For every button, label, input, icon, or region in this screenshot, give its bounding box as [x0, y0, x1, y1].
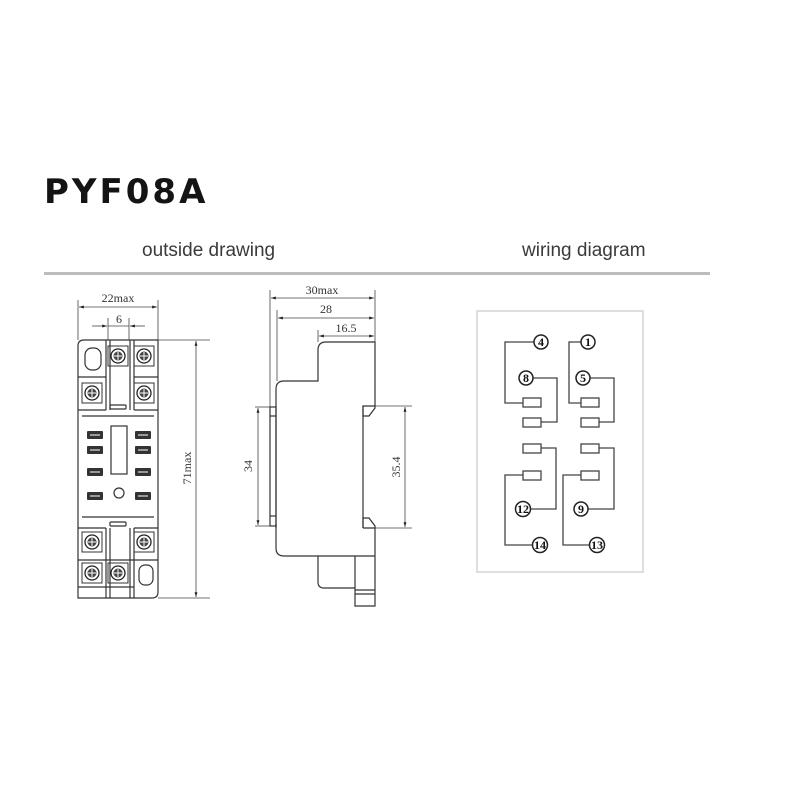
svg-text:13: 13: [591, 538, 603, 552]
outside-drawing-label: outside drawing: [142, 240, 276, 261]
terminal-1: 1: [580, 334, 596, 350]
wiring-diagram-label: wiring diagram: [522, 240, 646, 261]
dim-top-step: 16.5: [336, 321, 357, 335]
section-divider: [44, 272, 710, 275]
wiring-terminals: 4 1 8 5 12 9 14 13: [514, 334, 606, 554]
front-screws: [81, 345, 155, 584]
svg-text:14: 14: [534, 538, 546, 552]
terminal-9: 9: [573, 501, 589, 517]
dim-right-height: 35.4: [389, 457, 403, 478]
svg-text:1: 1: [585, 335, 591, 349]
terminal-12: 12: [514, 500, 532, 518]
front-pin-slots: [87, 431, 151, 500]
dim-height-max: 71max: [180, 452, 194, 485]
svg-text:12: 12: [517, 502, 529, 516]
side-view: [269, 341, 376, 607]
terminal-5: 5: [575, 370, 591, 386]
dim-width-max: 22max: [102, 291, 135, 305]
svg-text:9: 9: [578, 502, 584, 516]
terminal-4: 4: [533, 334, 549, 350]
svg-text:4: 4: [538, 335, 544, 349]
terminal-8: 8: [518, 370, 534, 386]
dim-left-height: 34: [241, 460, 255, 472]
terminal-13: 13: [588, 536, 606, 554]
wiring-frame: [476, 310, 644, 573]
dim-depth: 28: [320, 302, 332, 316]
terminal-14: 14: [531, 536, 549, 554]
svg-text:8: 8: [523, 371, 529, 385]
front-dimensions: [77, 300, 210, 599]
dim-depth-max: 30max: [306, 283, 339, 297]
wiring-lines: [504, 341, 615, 546]
dim-pitch: 6: [116, 312, 122, 326]
front-view: [77, 339, 159, 599]
side-dimensions: [255, 290, 412, 529]
svg-text:5: 5: [580, 371, 586, 385]
page-title: PYF08A: [44, 172, 209, 212]
